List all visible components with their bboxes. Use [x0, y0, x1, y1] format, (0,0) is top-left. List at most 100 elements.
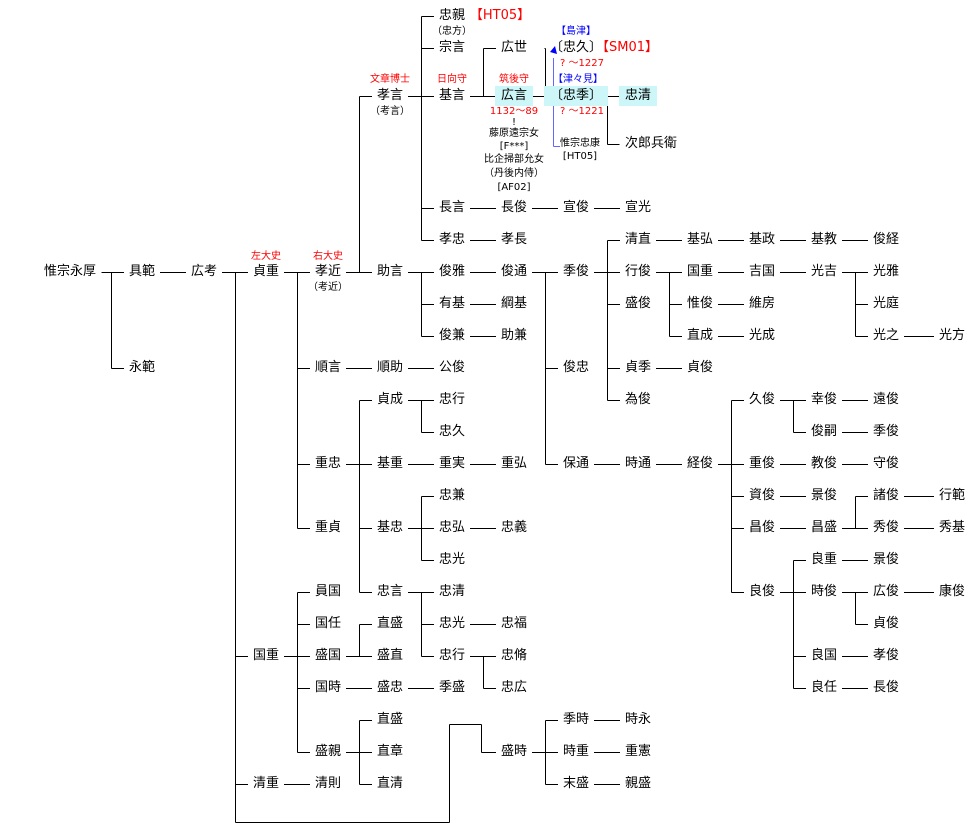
- person-a76: 秀基: [938, 520, 966, 535]
- person-a49: 吉国: [748, 264, 776, 279]
- person-a71: 景俊: [810, 488, 838, 503]
- person-a75: 行範: [938, 488, 966, 503]
- person-a73: 諸俊: [872, 488, 900, 503]
- person-a61: 重俊: [748, 456, 776, 471]
- person-a106: 忠広: [500, 680, 528, 695]
- person-a107: 員国: [314, 584, 342, 599]
- person-a5: 国重: [252, 648, 280, 663]
- person-a122: 時重: [562, 744, 590, 759]
- person-a25: 宣俊: [562, 200, 590, 215]
- person-a109: 盛国: [314, 648, 342, 663]
- person-a77: 良重: [810, 552, 838, 567]
- person-a57: 貞俊: [686, 360, 714, 375]
- annotation-t-udaishi: 右大史: [313, 251, 343, 262]
- person-a38: 行俊: [624, 264, 652, 279]
- person-a85: 孝俊: [872, 648, 900, 663]
- annotation-tag-ht05: 【HT05】: [469, 8, 531, 23]
- person-a56: 光方: [938, 328, 966, 343]
- person-a65: 幸俊: [810, 392, 838, 407]
- person-a8: 順言: [314, 360, 342, 375]
- person-a35: 俊忠: [562, 360, 590, 375]
- person-a60: 久俊: [748, 392, 776, 407]
- person-a33: 助兼: [500, 328, 528, 343]
- person-a32: 綱基: [500, 296, 528, 311]
- person-a19: 広言: [494, 86, 534, 106]
- person-a22: 忠清: [618, 86, 658, 106]
- person-a39: 盛俊: [624, 296, 652, 311]
- annotation-tag-shimazu: 【島津】: [556, 26, 596, 37]
- person-a69: 教俊: [810, 456, 838, 471]
- person-a123: 末盛: [562, 776, 590, 791]
- annotation-sub-a13: （忠方）: [432, 26, 472, 37]
- person-a17: 孝忠: [438, 232, 466, 247]
- person-a30: 俊兼: [438, 328, 466, 343]
- annotation-t-chikugo: 筑後守: [499, 74, 529, 85]
- person-a59: 経俊: [686, 456, 714, 471]
- person-a113: 盛直: [376, 648, 404, 663]
- person-a92: 忠言: [376, 584, 404, 599]
- person-a116: 直盛: [376, 712, 404, 727]
- person-a24: 長俊: [500, 200, 528, 215]
- annotation-excl: !: [511, 117, 517, 128]
- person-a18: 広世: [500, 40, 528, 55]
- person-a42: 基弘: [686, 232, 714, 247]
- person-a52: 光吉: [810, 264, 838, 279]
- person-a70: 守俊: [872, 456, 900, 471]
- person-a94: 忠久: [438, 424, 466, 439]
- person-a27: 孝長: [500, 232, 528, 247]
- person-a97: 忠兼: [438, 488, 466, 503]
- person-a34: 季俊: [562, 264, 590, 279]
- person-a21: 〔忠季〕: [543, 86, 609, 106]
- person-a54: 光庭: [872, 296, 900, 311]
- person-a72: 昌盛: [810, 520, 838, 535]
- person-a4: 貞重: [252, 264, 280, 279]
- person-a63: 昌俊: [748, 520, 776, 535]
- person-a82: 広俊: [872, 584, 900, 599]
- person-a1: 具範: [128, 264, 156, 279]
- arrow-icon: [550, 46, 557, 54]
- person-a67: 遠俊: [872, 392, 900, 407]
- person-a108: 国任: [314, 616, 342, 631]
- person-a96: 重弘: [500, 456, 528, 471]
- person-a20: 〔忠久〕: [549, 40, 603, 55]
- person-a47: 惟俊: [686, 296, 714, 311]
- person-a93: 忠行: [438, 392, 466, 407]
- person-a12: 助言: [376, 264, 404, 279]
- person-a58: 時通: [624, 456, 652, 471]
- person-a81: 景俊: [872, 552, 900, 567]
- person-a50: 維房: [748, 296, 776, 311]
- person-a121: 季時: [562, 712, 590, 727]
- annotation-mother1: 藤原遠宗女: [489, 128, 539, 139]
- person-a83: 貞俊: [872, 616, 900, 631]
- person-a89: 貞成: [376, 392, 404, 407]
- annotation-mother1-code: [F***]: [499, 141, 529, 152]
- person-a46: 国重: [686, 264, 714, 279]
- person-a99: 忠光: [438, 552, 466, 567]
- person-a29: 有基: [438, 296, 466, 311]
- person-a110: 国時: [314, 680, 342, 695]
- person-a3: 広考: [190, 264, 218, 279]
- person-a103: 忠行: [438, 648, 466, 663]
- person-a115: 季盛: [438, 680, 466, 695]
- person-a124: 時永: [624, 712, 652, 727]
- annotation-koreyasu-code: [HT05]: [562, 151, 598, 162]
- person-a9: 重忠: [314, 456, 342, 471]
- person-a95: 重実: [438, 456, 466, 471]
- annotation-date-a21: ? ～1221: [560, 106, 604, 117]
- person-a90: 基重: [376, 456, 404, 471]
- person-a2: 永範: [128, 360, 156, 375]
- person-a88: 公俊: [438, 360, 466, 375]
- person-a64: 良俊: [748, 584, 776, 599]
- annotation-date-a19: 1132～89: [489, 106, 539, 117]
- person-a117: 直章: [376, 744, 404, 759]
- person-a43: 基政: [748, 232, 776, 247]
- annotation-mother2-alias: （丹後内侍）: [484, 168, 544, 179]
- person-a101: 忠清: [438, 584, 466, 599]
- person-a68: 季俊: [872, 424, 900, 439]
- person-a23: 次郎兵衛: [624, 136, 678, 151]
- annotation-tag-tsutsumi: 【津々見】: [553, 74, 603, 85]
- person-a111: 盛親: [314, 744, 342, 759]
- person-a26: 宣光: [624, 200, 652, 215]
- person-a53: 光雅: [872, 264, 900, 279]
